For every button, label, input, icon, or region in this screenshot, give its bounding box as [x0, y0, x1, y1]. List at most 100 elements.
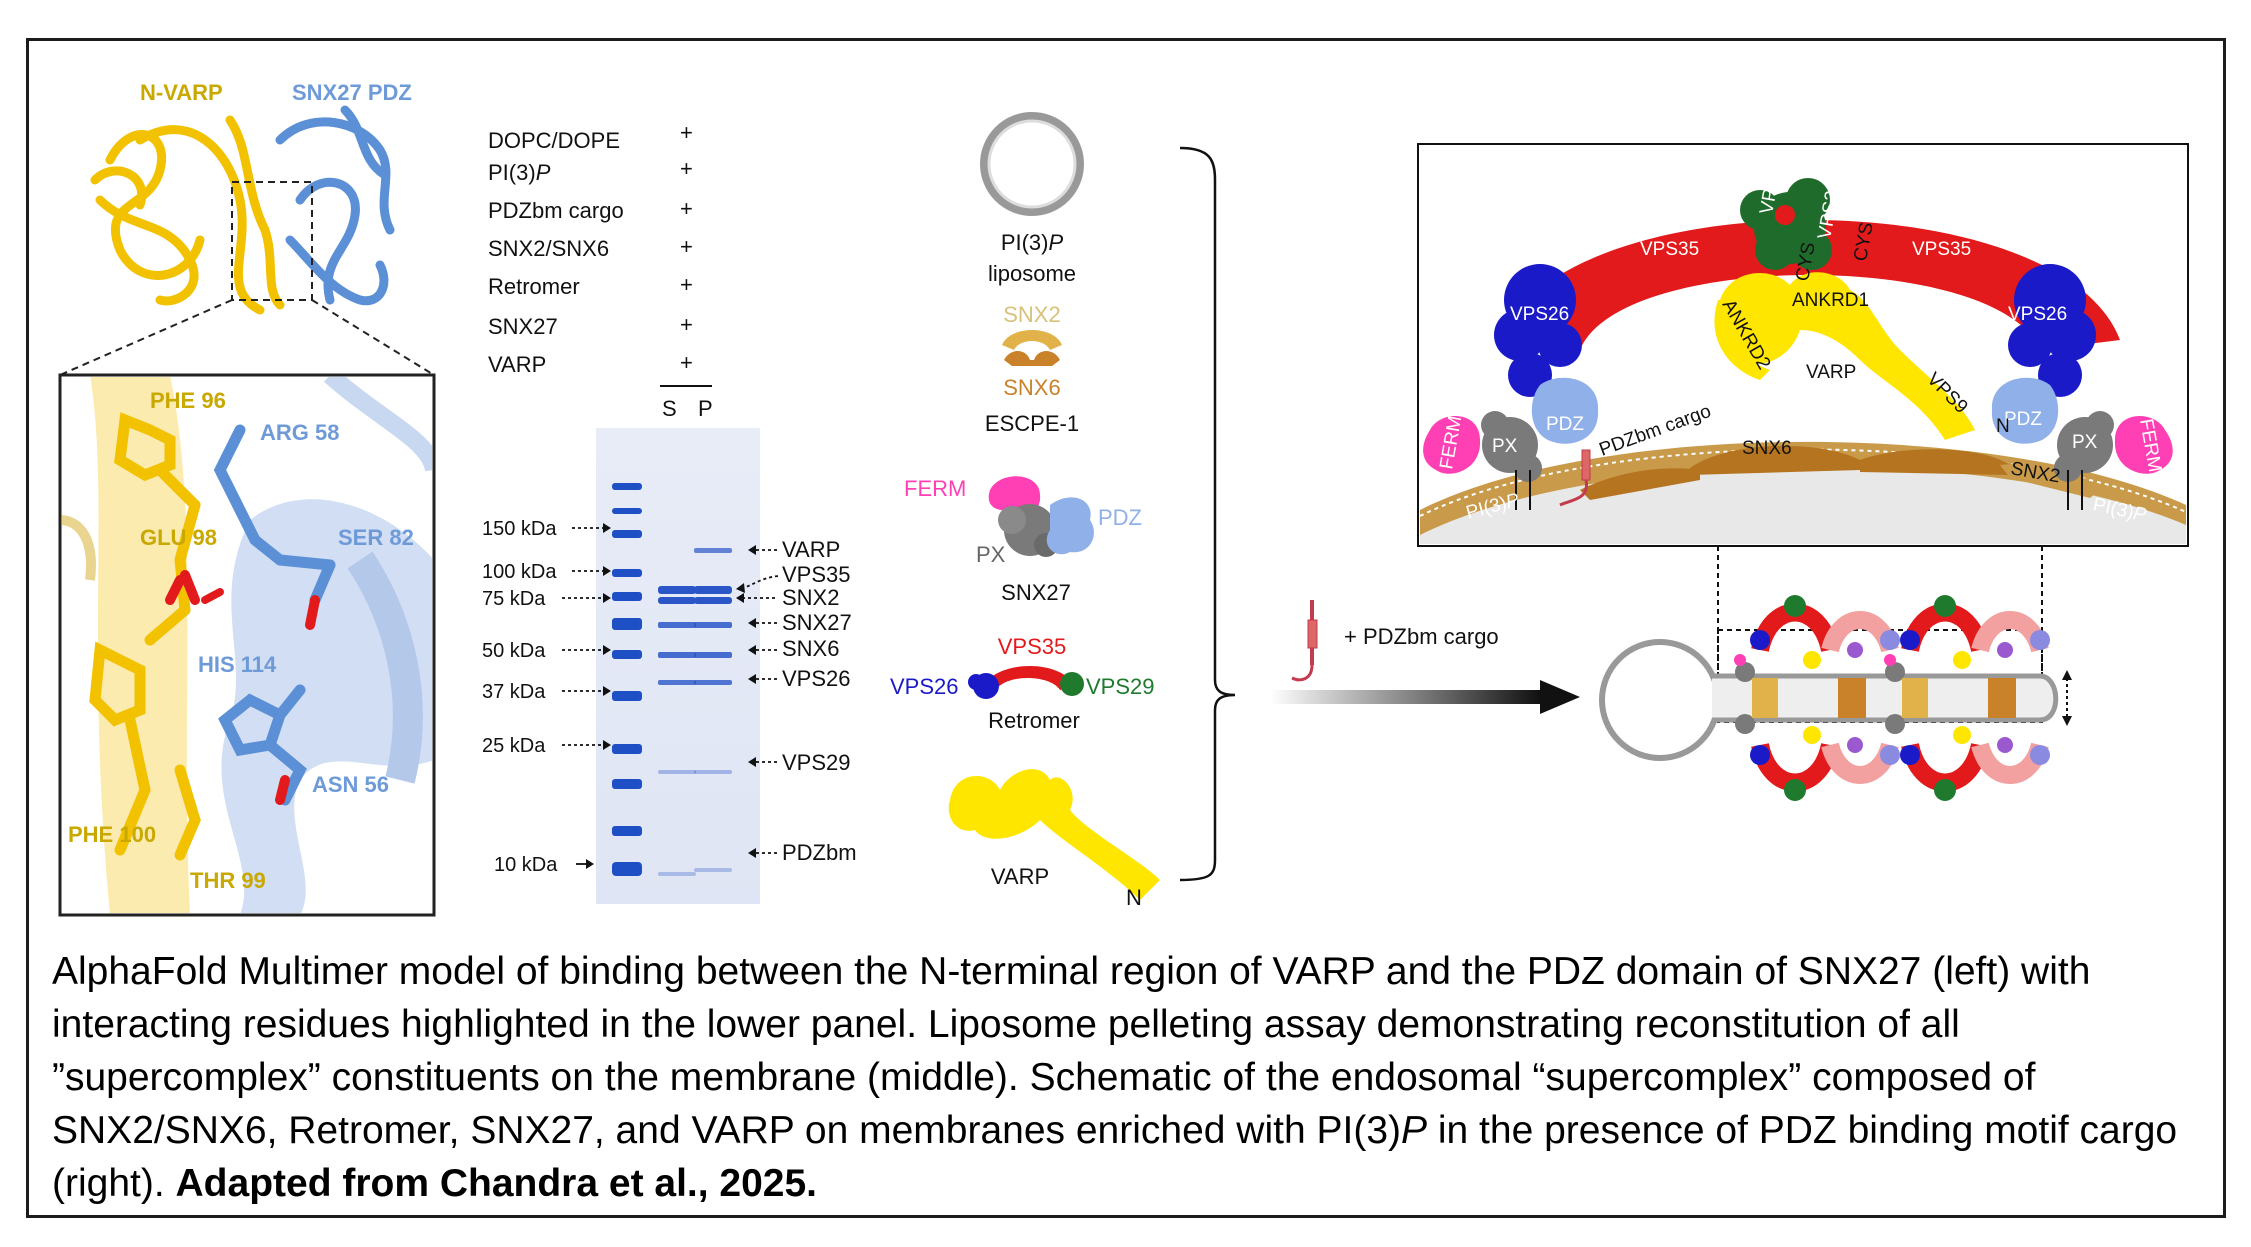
cond-pi3p-value: +: [680, 156, 693, 181]
gel-conditions: DOPC/DOPE PI(3)P PDZbm cargo SNX2/SNX6 R…: [488, 120, 693, 377]
band-vps29: VPS29: [782, 750, 851, 775]
sch-ankrd1: ANKRD1: [1792, 290, 1869, 311]
legend-px-label: PX: [976, 542, 1006, 567]
varp-shape: [1719, 272, 1975, 440]
sch-vps26-left: VPS26: [1510, 304, 1569, 325]
lane-s: S: [662, 396, 677, 421]
caption-part1: AlphaFold Multimer model of binding betw…: [52, 950, 2091, 1152]
cond-pi3p: PI(3)P: [488, 160, 551, 185]
band-vps26: VPS26: [782, 666, 851, 691]
legend-panel: PI(3)P liposome SNX2 SNX6 ESCPE-1 FERM P…: [890, 112, 1236, 910]
band-snx6: SNX6: [782, 636, 839, 661]
marker-10: 10 kDa: [494, 854, 558, 876]
legend-vps35-label: VPS35: [998, 634, 1067, 659]
caption-part2: in the presence of PDZ binding motif car…: [52, 1109, 2178, 1205]
sch-pdz-right: PDZ: [2004, 409, 2042, 430]
legend-n-label: N: [1126, 885, 1142, 910]
legend-vps29-label: VPS29: [1086, 674, 1155, 699]
schematic-panel: VPS35 VPS35 VPS26 VPS26 PDZ PDZ PX PX PI…: [1417, 143, 2189, 801]
tubule-schematic: [1599, 595, 2072, 801]
cond-varp: VARP: [488, 352, 546, 377]
residue-his114: HIS 114: [198, 652, 277, 677]
legend-escpe-label: ESCPE-1: [985, 411, 1079, 436]
sch-snx6: SNX6: [1742, 438, 1792, 459]
zoom-box: [231, 181, 313, 301]
nvarp-ribbon: [90, 115, 285, 315]
liposome-label-1: PI(3)P: [1001, 230, 1064, 255]
residue-asn56: ASN 56: [312, 772, 389, 797]
legend-snx27-label: SNX27: [1001, 580, 1071, 605]
residue-inset: PHE 96 ARG 58 GLU 98 SER 82 HIS 114 ASN …: [58, 373, 436, 917]
lane-p: P: [698, 396, 713, 421]
snx27-pdz-ribbon: [275, 105, 395, 306]
residue-phe96: PHE 96: [150, 388, 226, 413]
vps29-icon: [1060, 672, 1084, 696]
sch-pdz-left: PDZ: [1546, 414, 1584, 435]
marker-50: 50 kDa: [482, 640, 546, 662]
legend-varp-label: VARP: [991, 864, 1049, 889]
zoom-line-left: [59, 299, 233, 376]
zoom-line-right: [311, 299, 435, 376]
residue-arg58: ARG 58: [260, 420, 339, 445]
liposome-label-2: liposome: [988, 261, 1076, 286]
band-varp: VARP: [782, 537, 840, 562]
band-vps35: VPS35: [782, 562, 851, 587]
caption-italic: P: [1401, 1109, 1428, 1152]
sch-vps35-right: VPS35: [1912, 239, 1971, 260]
gel-marker-arrows: [562, 523, 611, 869]
pdz-icon: [1046, 497, 1094, 555]
cond-pdzbm: PDZbm cargo: [488, 198, 624, 223]
snx6-icon: [1004, 351, 1060, 366]
gel-ladder: [612, 483, 642, 876]
snx2-icon: [1002, 330, 1062, 350]
legend-snx2-label: SNX2: [1003, 302, 1060, 327]
marker-37: 37 kDa: [482, 681, 546, 703]
legend-vps26-label: VPS26: [890, 674, 959, 699]
ferm-left: [1423, 416, 1481, 474]
pdz-left: [1531, 377, 1599, 444]
sch-varp: VARP: [1806, 362, 1856, 383]
cond-snx2-snx6: SNX2/SNX6: [488, 236, 609, 261]
legend-retromer-label: Retromer: [988, 708, 1080, 733]
band-snx2: SNX2: [782, 585, 839, 610]
ferm-right: [2114, 416, 2173, 474]
gel-band-arrows: [736, 545, 779, 858]
band-pdzbm: PDZbm: [782, 840, 857, 865]
legend-brace: [1179, 146, 1236, 882]
nvarp-label: N-VARP: [140, 80, 223, 105]
cond-dopc-value: +: [680, 120, 693, 145]
legend-pdz-label: PDZ: [1098, 505, 1142, 530]
gel-bands: [658, 548, 732, 876]
marker-75: 75 kDa: [482, 588, 546, 610]
legend-snx6-label: SNX6: [1003, 375, 1060, 400]
gel-markers: 150 kDa 100 kDa 75 kDa 50 kDa 37 kDa 25 …: [482, 518, 558, 876]
vps35-icon: [982, 665, 1075, 690]
cond-snx27-value: +: [680, 312, 693, 337]
figure-frame: [26, 38, 2226, 1218]
vps26-blobs: [1494, 264, 2096, 397]
cond-snx27: SNX27: [488, 314, 558, 339]
sch-vps26-right: VPS26: [2008, 304, 2067, 325]
pdz-right: [1991, 377, 2059, 444]
snx27-pdz-label: SNX27 PDZ: [292, 80, 412, 105]
marker-25: 25 kDa: [482, 735, 546, 757]
figure-caption: AlphaFold Multimer model of binding betw…: [52, 945, 2192, 1210]
gel-band-labels: VARP VPS35 SNX2 SNX27 SNX6 VPS26 VPS29 P…: [782, 537, 857, 865]
varp-icon: [948, 769, 1160, 900]
sch-px-right: PX: [2072, 432, 2098, 453]
sch-n: N: [1996, 416, 2010, 437]
cond-pdzbm-value: +: [680, 196, 693, 221]
gel-panel: DOPC/DOPE PI(3)P PDZbm cargo SNX2/SNX6 R…: [482, 120, 857, 904]
vps35-arch: [1500, 220, 2120, 350]
marker-150: 150 kDa: [482, 518, 557, 540]
cond-snx2-value: +: [680, 234, 693, 259]
sch-vps35-left: VPS35: [1640, 239, 1699, 260]
legend-ferm-label: FERM: [904, 476, 966, 501]
structure-panel: N-VARP SNX27 PDZ: [58, 80, 436, 917]
reaction-arrow: + PDZbm cargo: [1270, 600, 1580, 714]
cond-retromer: Retromer: [488, 274, 580, 299]
marker-100: 100 kDa: [482, 561, 557, 583]
cond-dopc: DOPC/DOPE: [488, 128, 620, 153]
residue-thr99: THR 99: [190, 868, 266, 893]
residue-phe100: PHE 100: [68, 822, 156, 847]
